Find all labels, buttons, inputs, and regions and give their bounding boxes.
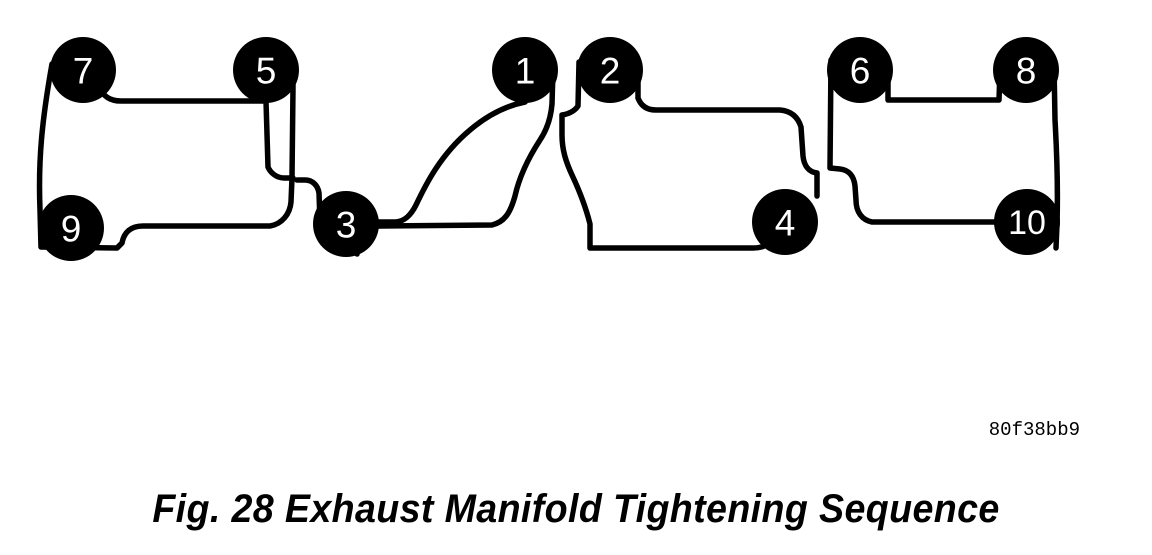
- bolt-marker-5: 5: [233, 37, 299, 103]
- reference-code: 80f38bb9: [988, 419, 1080, 441]
- bolt-circle-7: [50, 37, 116, 103]
- bolt-marker-3: 3: [313, 191, 379, 257]
- manifold-outline-segment-7: [827, 57, 998, 225]
- bolt-number-10: 10: [1008, 204, 1046, 242]
- bolt-circle-5: [233, 37, 299, 103]
- bolt-circle-1: [492, 37, 558, 103]
- manifold-outline-segment-6: [635, 67, 820, 199]
- bolt-circle-9: [38, 195, 104, 261]
- figure-caption: Fig. 28 Exhaust Manifold Tightening Sequ…: [152, 487, 1000, 531]
- bolt-marker-7: 7: [50, 37, 116, 103]
- bolt-number-4: 4: [775, 203, 796, 244]
- bolt-marker-2: 2: [577, 37, 643, 103]
- bolt-circle-6: [827, 37, 893, 103]
- bolt-marker-4: 4: [752, 189, 818, 255]
- bolt-circle-10: [994, 189, 1060, 255]
- bolt-marker-1: 1: [492, 37, 558, 103]
- bolt-circle-8: [993, 37, 1059, 103]
- bolt-number-6: 6: [850, 51, 871, 92]
- bolt-number-1: 1: [515, 51, 536, 92]
- bolt-circle-3: [313, 191, 379, 257]
- bolt-circle-4: [752, 189, 818, 255]
- bolt-marker-10: 10: [994, 189, 1060, 255]
- bolt-marker-8: 8: [993, 37, 1059, 103]
- bolt-circle-2: [577, 37, 643, 103]
- manifold-outline-segment-1: [36, 59, 296, 251]
- bolt-marker-9: 9: [38, 195, 104, 261]
- bolt-number-7: 7: [73, 51, 94, 92]
- bolt-number-5: 5: [256, 51, 277, 92]
- bolt-number-3: 3: [336, 205, 357, 246]
- manifold-outline-group: [36, 57, 1061, 257]
- manifold-outline-segment-8: [885, 67, 1003, 103]
- bolt-marker-6: 6: [827, 37, 893, 103]
- bolt-number-9: 9: [61, 209, 82, 250]
- bolt-number-8: 8: [1016, 51, 1037, 92]
- bolt-number-2: 2: [600, 51, 621, 92]
- manifold-outline-segment-3: [294, 61, 529, 225]
